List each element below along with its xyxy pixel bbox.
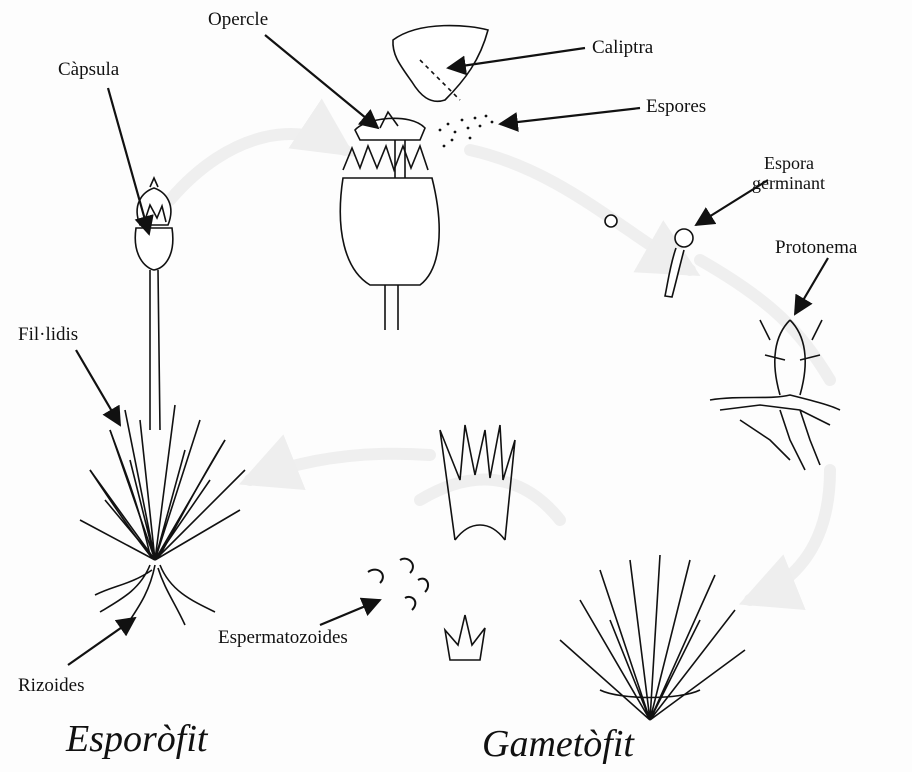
label-capsula: Càpsula xyxy=(58,60,119,79)
gametophyte-plant-lower xyxy=(560,555,745,720)
phase-title-esporofit: Esporòfit xyxy=(66,720,207,758)
phase-title-gametofit: Gametòfit xyxy=(482,725,634,763)
label-fillidis: Fil·lidis xyxy=(18,325,78,344)
antheridia xyxy=(445,615,485,660)
label-rizoides: Rizoides xyxy=(18,676,85,695)
label-espora-germinant-line2: germinant xyxy=(752,174,825,192)
label-protonema: Protonema xyxy=(775,238,857,257)
label-espores: Espores xyxy=(646,97,706,116)
spores xyxy=(439,115,494,148)
label-espermatozoides: Espermatozoides xyxy=(218,628,348,647)
opened-capsule xyxy=(340,112,439,330)
sporophyte-plant xyxy=(80,178,245,625)
protonema xyxy=(710,320,840,470)
label-espora-germinant-line1: Espora xyxy=(764,154,814,172)
annotation-arrows xyxy=(68,35,828,665)
label-opercle: Opercle xyxy=(208,10,268,29)
label-caliptra: Caliptra xyxy=(592,38,653,57)
